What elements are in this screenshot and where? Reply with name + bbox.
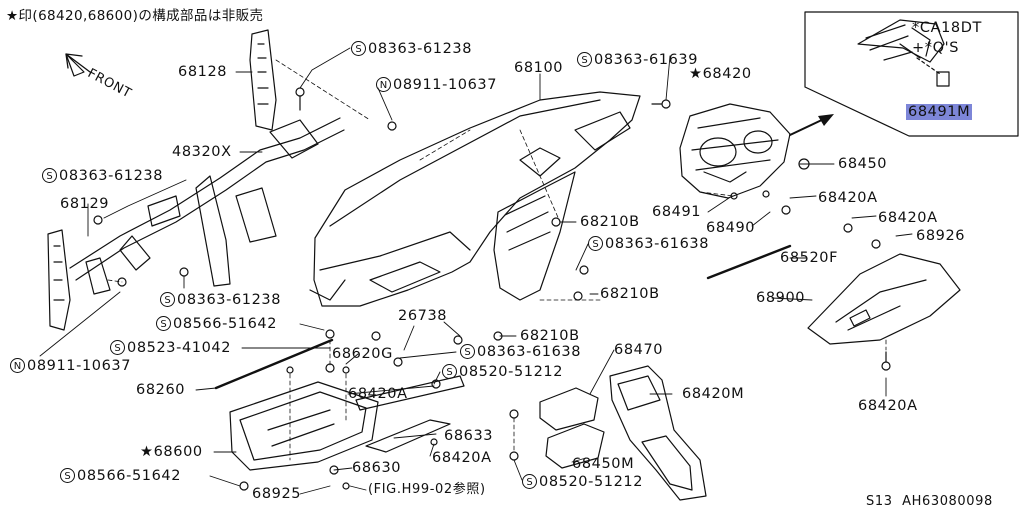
part-label-68420-star[interactable]: ★68420 <box>689 66 752 82</box>
part-label-68491[interactable]: 68491 <box>652 204 702 220</box>
part-label-68633[interactable]: 68633 <box>444 428 494 444</box>
part-label-68490[interactable]: 68490 <box>706 220 756 236</box>
header-note: ★印(68420,68600)の構成部品は非販売 <box>6 8 264 24</box>
part-number-text: 08911-10637 <box>393 77 498 93</box>
footer-section-code: S13 AH63080098 <box>866 494 993 509</box>
part-label-68210b-3[interactable]: 68210B <box>520 328 580 344</box>
part-label-68900[interactable]: 68900 <box>756 290 806 306</box>
screw-symbol-icon: S <box>442 364 457 379</box>
part-number-text: 08523-41042 <box>127 340 232 356</box>
part-label-68420a-4[interactable]: 68420A <box>858 398 918 414</box>
footer-section: S13 <box>866 494 893 509</box>
part-label-68491m[interactable]: 68491M <box>906 104 973 120</box>
part-label-68420m[interactable]: 68420M <box>682 386 745 402</box>
screw-symbol-icon: S <box>156 316 171 331</box>
screw-symbol-icon: S <box>110 340 125 355</box>
part-label-68450m[interactable]: 68450M <box>572 456 635 472</box>
figure-reference-link[interactable]: (FIG.H99-02参照) <box>368 482 486 497</box>
part-label-68450[interactable]: 68450 <box>838 156 888 172</box>
screw-symbol-icon: S <box>577 52 592 67</box>
screw-symbol-icon: S <box>351 41 366 56</box>
part-label-68600-star[interactable]: ★68600 <box>140 444 203 460</box>
part-label-68420a-1[interactable]: 68420A <box>818 190 878 206</box>
part-label-68926[interactable]: 68926 <box>916 228 966 244</box>
nut-symbol-icon: N <box>10 358 25 373</box>
cluster-hood-shape <box>679 103 791 199</box>
part-number-text: 08363-61238 <box>59 168 164 184</box>
inset-detail-drawing <box>804 11 1019 137</box>
part-label-68260[interactable]: 68260 <box>136 382 186 398</box>
part-number-text: 08363-61638 <box>477 344 582 360</box>
dashboard-shape <box>309 91 641 307</box>
part-number-text: 08566-51642 <box>77 468 182 484</box>
part-number-text: 08566-51642 <box>173 316 278 332</box>
screw-symbol-icon: S <box>60 468 75 483</box>
part-number-text: 08363-61639 <box>594 52 699 68</box>
footer-code: AH63080098 <box>902 494 993 509</box>
inset-note-ca18dt: *CA18DT <box>912 20 982 36</box>
screw-symbol-icon: S <box>522 474 537 489</box>
part-label-68925[interactable]: 68925 <box>252 486 302 502</box>
nut-symbol-icon: N <box>376 77 391 92</box>
part-label-26738[interactable]: 26738 <box>398 308 448 324</box>
screw-symbol-icon: S <box>460 344 475 359</box>
inset-note-qs: +*Q'S <box>912 40 960 56</box>
part-label-68100[interactable]: 68100 <box>514 60 564 76</box>
part-number-text: 08911-10637 <box>27 358 132 374</box>
part-label-68420a-5[interactable]: 68420A <box>432 450 492 466</box>
support-structure-shape <box>47 29 345 331</box>
part-label-68210b-1[interactable]: 68210B <box>580 214 640 230</box>
part-label-68210b-2[interactable]: 68210B <box>600 286 660 302</box>
part-number-text: 08520-51212 <box>539 474 644 490</box>
part-label-68520f[interactable]: 68520F <box>780 250 839 266</box>
screw-symbol-icon: S <box>160 292 175 307</box>
glove-box-shape <box>214 338 379 471</box>
part-number-text: 08363-61238 <box>177 292 282 308</box>
part-number-text: 08363-61638 <box>605 236 710 252</box>
part-label-68470[interactable]: 68470 <box>614 342 664 358</box>
screw-symbol-icon: S <box>42 168 57 183</box>
part-label-48320x[interactable]: 48320X <box>172 144 232 160</box>
part-label-68620g[interactable]: 68620G <box>332 346 393 362</box>
lower-cover-shape <box>807 253 961 345</box>
part-number-text: 08363-61238 <box>368 41 473 57</box>
part-label-68420a-3[interactable]: 68420A <box>348 386 408 402</box>
console-panel-shape <box>609 365 707 501</box>
part-label-68630[interactable]: 68630 <box>352 460 402 476</box>
screw-symbol-icon: S <box>588 236 603 251</box>
part-label-68491m-text: 68491M <box>906 104 973 120</box>
part-number-text: 08520-51212 <box>459 364 564 380</box>
part-label-68420a-2[interactable]: 68420A <box>878 210 938 226</box>
part-label-68129[interactable]: 68129 <box>60 196 110 212</box>
part-label-68128[interactable]: 68128 <box>178 64 228 80</box>
